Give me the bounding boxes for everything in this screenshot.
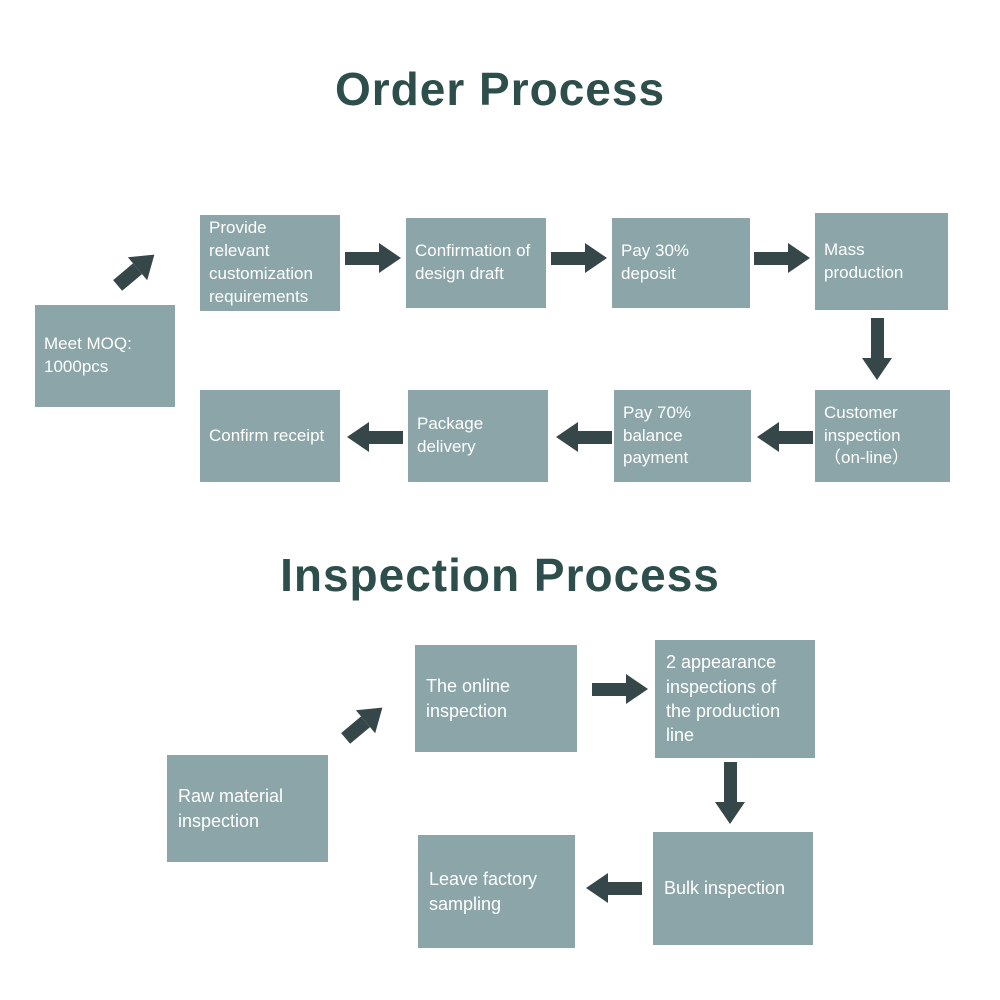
box-meet-moq: Meet MOQ: 1000pcs [35,305,175,407]
box-design-draft: Confirmation of design draft [406,218,546,308]
arrow-right-draft-to-deposit-icon [551,243,607,273]
box-appearance-inspections: 2 appearance inspections of the producti… [655,640,815,758]
arrow-right-requirements-to-draft-icon [345,243,401,273]
box-factory-sampling: Leave factory sampling [418,835,575,948]
box-customer-inspection: Customer inspection（on-line） [815,390,950,482]
arrow-left-balance-to-package-icon [556,422,612,452]
arrow-right-online-to-appearance-icon [592,674,648,704]
inspection-process-title: Inspection Process [280,549,720,601]
box-package-delivery: Package delivery [408,390,548,482]
box-deposit: Pay 30% deposit [612,218,750,308]
arrow-left-bulk-to-sampling-icon [586,873,642,903]
arrow-up-right-raw-to-online-icon [336,696,393,750]
arrow-left-inspection-to-balance-icon [757,422,813,452]
box-bulk-inspection: Bulk inspection [653,832,813,945]
order-process-title: Order Process [334,63,666,115]
arrow-right-deposit-to-production-icon [754,243,810,273]
arrow-down-appearance-to-bulk-icon [715,762,745,824]
arrow-left-package-to-receipt-icon [347,422,403,452]
box-raw-material-inspection: Raw material inspection [167,755,328,862]
box-mass-production: Mass production [815,213,948,310]
box-balance-payment: Pay 70% balance payment [614,390,751,482]
arrow-up-right-moq-to-requirements-icon [108,243,165,297]
box-confirm-receipt: Confirm receipt [200,390,340,482]
box-customization-requirements: Provide relevant customization requireme… [200,215,340,311]
box-online-inspection: The online inspection [415,645,577,752]
arrow-down-production-to-inspection-icon [862,318,892,380]
